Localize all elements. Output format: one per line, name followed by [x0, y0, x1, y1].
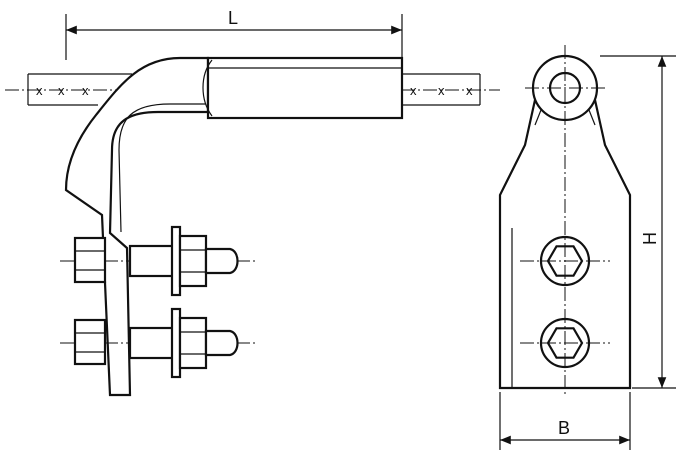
- sleeve-end-left: [202, 59, 213, 117]
- dimension-length: L: [65, 8, 403, 60]
- dimension-label-length: L: [228, 8, 238, 28]
- hex-socket-upper: [539, 235, 591, 287]
- conductor-mark: x: [58, 83, 65, 98]
- hex-socket-lower: [539, 317, 591, 369]
- dimension-label-width: B: [558, 418, 570, 438]
- dimension-label-height: H: [640, 232, 660, 245]
- dimension-height: H: [600, 55, 676, 389]
- conductor-marks: x x x x x x: [36, 83, 473, 98]
- bolt-assembly-upper: [60, 225, 258, 297]
- bolt-assembly-lower: [60, 307, 258, 379]
- clamp-sleeve: [206, 56, 404, 120]
- conductor-mark: x: [36, 83, 43, 98]
- conductor-mark: x: [82, 83, 89, 98]
- conductor-mark: x: [438, 83, 445, 98]
- dimension-width: B: [499, 392, 631, 450]
- conductor-mark: x: [410, 83, 417, 98]
- front-view: H B: [498, 45, 676, 450]
- clamp-body: [64, 56, 210, 397]
- conductor-mark: x: [466, 83, 473, 98]
- clamp-inner-bend: [118, 103, 206, 233]
- side-view: x x x x x x L: [5, 8, 500, 397]
